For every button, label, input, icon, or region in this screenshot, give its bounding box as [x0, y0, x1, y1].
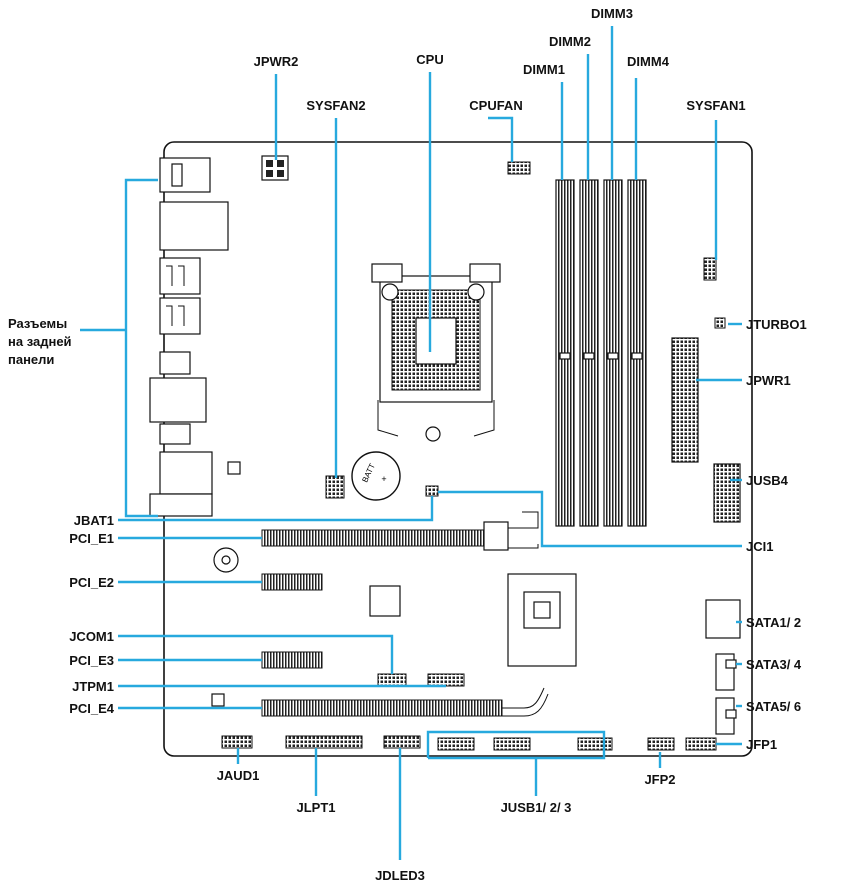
sysfan1-connector — [703, 257, 717, 281]
jpwr2-connector — [261, 155, 289, 181]
label-dimm1: DIMM1 — [523, 62, 565, 77]
label-sata56: SATA5/ 6 — [746, 699, 801, 714]
label-dimm4: DIMM4 — [627, 54, 670, 69]
label-jlpt1: JLPT1 — [296, 800, 335, 815]
label-rear-panel-line1: Разъемы — [8, 316, 67, 331]
component-square — [227, 461, 241, 475]
batt-plus: + — [381, 474, 386, 484]
label-pci-e2: PCI_E2 — [69, 575, 114, 590]
jfp1-header — [685, 737, 717, 751]
buzzer — [213, 547, 239, 573]
label-pci-e4: PCI_E4 — [69, 701, 115, 716]
sata56-connector — [715, 697, 737, 735]
label-dimm3: DIMM3 — [591, 6, 633, 21]
label-sysfan2: SYSFAN2 — [306, 98, 365, 113]
jusb3-header — [577, 737, 613, 751]
jfp2-header — [647, 737, 675, 751]
label-sysfan1: SYSFAN1 — [686, 98, 745, 113]
label-pci-e3: PCI_E3 — [69, 653, 114, 668]
label-jtpm1: JTPM1 — [72, 679, 114, 694]
jdled3-header — [383, 735, 421, 749]
jaud1-header — [221, 735, 253, 749]
label-sata34: SATA3/ 4 — [746, 657, 802, 672]
label-jturbo1: JTURBO1 — [746, 317, 807, 332]
cpufan-connector — [507, 161, 531, 175]
battery: BATT + — [351, 451, 401, 501]
jpwr1-connector — [671, 337, 699, 463]
chipset — [507, 573, 577, 667]
label-jdled3: JDLED3 — [375, 868, 425, 883]
jci1-jumper — [425, 485, 439, 497]
label-jcom1: JCOM1 — [69, 629, 114, 644]
chip — [369, 585, 401, 617]
labels: JPWR2 CPU SYSFAN2 CPUFAN DIMM1 DIMM2 DIM… — [8, 6, 807, 883]
jusb4-header — [713, 463, 741, 523]
label-jpwr2: JPWR2 — [254, 54, 299, 69]
label-jusb123: JUSB1/ 2/ 3 — [501, 800, 572, 815]
sata12-connector — [705, 599, 741, 639]
jcom1-header — [377, 673, 407, 687]
component-square — [211, 693, 225, 707]
label-pci-e1: PCI_E1 — [69, 531, 114, 546]
sata34-connector — [715, 653, 737, 691]
label-rear-panel-line3: панели — [8, 352, 54, 367]
label-jaud1: JAUD1 — [217, 768, 260, 783]
label-jbat1: JBAT1 — [74, 513, 114, 528]
label-sata12: SATA1/ 2 — [746, 615, 801, 630]
label-dimm2: DIMM2 — [549, 34, 591, 49]
pci-e2-slot — [261, 573, 323, 591]
jusb1-header — [437, 737, 475, 751]
label-rear-panel-line2: на задней — [8, 334, 72, 349]
label-jpwr1: JPWR1 — [746, 373, 791, 388]
label-jci1: JCI1 — [746, 539, 773, 554]
jlpt1-header — [285, 735, 363, 749]
rear-panel-connectors — [149, 157, 229, 517]
label-jfp1: JFP1 — [746, 737, 777, 752]
sysfan2-connector — [325, 475, 345, 499]
label-cpu: CPU — [416, 52, 443, 67]
motherboard-outline — [163, 141, 753, 757]
label-jfp2: JFP2 — [644, 772, 675, 787]
jturbo1-jumper — [714, 317, 726, 329]
dimm-slots — [555, 179, 647, 527]
pci-e3-slot — [261, 651, 323, 669]
cpu-socket — [371, 263, 501, 442]
jtpm1-header — [427, 673, 465, 687]
jusb2-header — [493, 737, 531, 751]
leader-lines — [80, 26, 742, 860]
label-cpufan: CPUFAN — [469, 98, 522, 113]
label-jusb4: JUSB4 — [746, 473, 789, 488]
